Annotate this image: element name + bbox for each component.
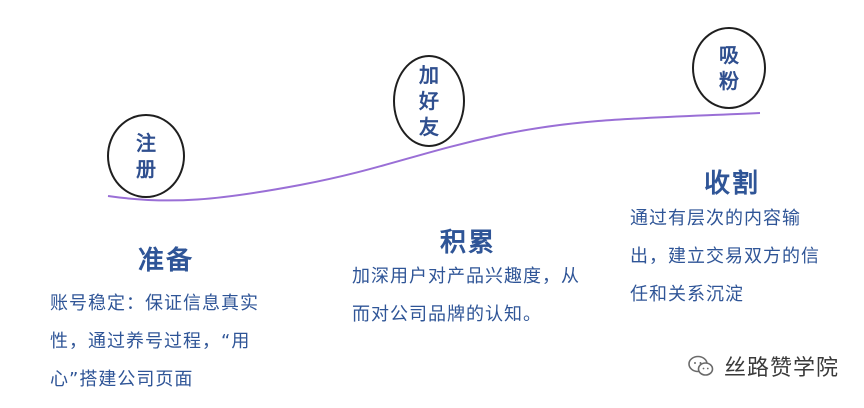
- bubble-register: 注册: [107, 114, 185, 198]
- stage-title-prepare: 准备: [138, 246, 195, 276]
- bubble-gain-fans: 吸粉: [692, 27, 766, 109]
- watermark-text: 丝路赞学院: [724, 356, 840, 381]
- wechat-icon: [688, 355, 714, 376]
- stage-desc-harvest: 通过有层次的内容输出，建立交易双方的信任和关系沉淀: [630, 208, 820, 305]
- watermark: 丝路赞学院: [688, 350, 839, 382]
- stage-title-accumulate: 积累: [440, 228, 497, 258]
- bubble-add-friends-label: 加好友: [419, 63, 439, 139]
- bubble-register-label: 注册: [136, 131, 156, 181]
- bubble-add-friends: 加好友: [393, 55, 465, 147]
- stage-desc-accumulate: 加深用户对产品兴趣度，从而对公司品牌的认知。: [352, 266, 580, 325]
- stage-title-harvest: 收割: [704, 169, 761, 199]
- stage-desc-prepare: 账号稳定：保证信息真实性，通过养号过程，“用心”搭建公司页面: [50, 293, 259, 390]
- growth-curve-line: [107, 112, 761, 202]
- bubble-gain-fans-label: 吸粉: [719, 43, 739, 93]
